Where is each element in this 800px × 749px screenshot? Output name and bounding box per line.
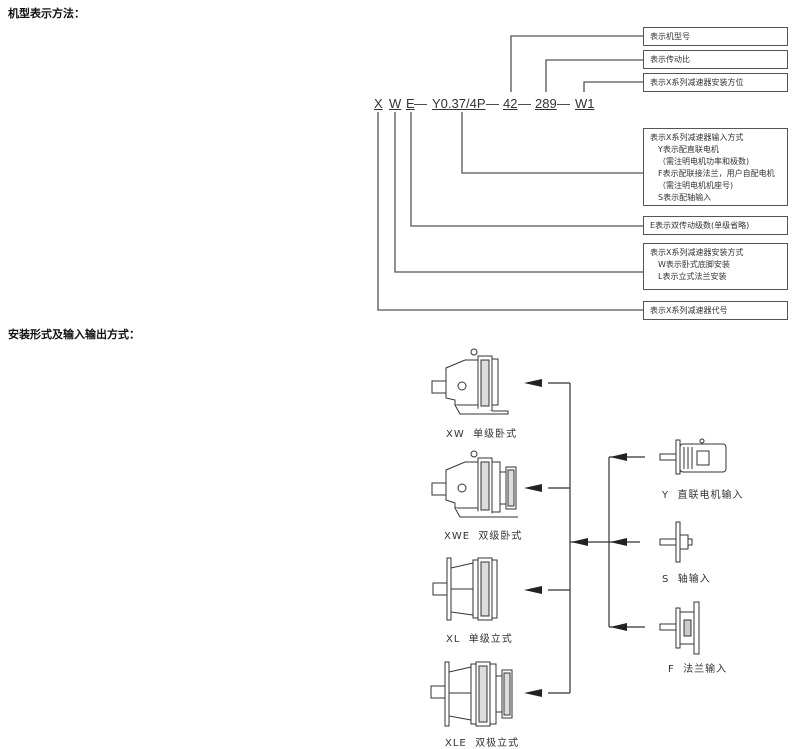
input-caption-y: Y 直联电机输入 — [662, 486, 743, 501]
legend-text: W表示卧式底脚安装 — [658, 260, 730, 269]
reducer-xl-drawing — [432, 557, 498, 621]
arrow-to-xl — [524, 586, 542, 594]
code-part-w: W — [389, 96, 402, 111]
reducer-xwe-drawing — [431, 450, 518, 518]
legend-text: 表示机型号 — [650, 32, 690, 41]
reducer-caption-xwe: XWE 双级卧式 — [444, 527, 522, 542]
legend-box-input-method: 表示X系列减速器输入方式 Y表示配直联电机 （需注明电机功率和极数) F表示配联… — [643, 128, 788, 206]
input-caption-f: F 法兰输入 — [668, 660, 727, 675]
installation-title: 安装形式及输入输出方式： — [8, 328, 140, 341]
reducer-name: 双极立式 — [475, 738, 520, 749]
legend-box-ratio: 表示传动比 — [643, 50, 788, 69]
legend-box-series-code: 表示X系列减速器代号 — [643, 301, 788, 320]
reducer-name: 双级卧式 — [478, 531, 523, 542]
connector-mount-position — [583, 81, 643, 92]
input-name: 直联电机输入 — [677, 490, 744, 501]
connector-ratio — [545, 59, 643, 92]
connector-input-method — [461, 112, 643, 174]
arrow-to-xw — [524, 379, 542, 387]
code-separator: — — [414, 96, 427, 111]
legend-text: L表示立式法兰安装 — [658, 272, 727, 281]
code-part-ratio: 289 — [535, 96, 557, 111]
reducer-code: XW — [446, 429, 465, 440]
reducer-caption-xle: XLE 双极立式 — [445, 734, 519, 749]
connector-series-code — [377, 112, 643, 311]
reducer-xle-drawing — [430, 661, 513, 727]
legend-text: 表示传动比 — [650, 55, 690, 64]
input-code: S — [662, 574, 670, 585]
arrow-to-reducer-trunk — [571, 538, 588, 546]
reducer-code: XLE — [445, 738, 467, 749]
reducer-caption-xl: XL 单级立式 — [446, 630, 513, 645]
legend-box-model-number: 表示机型号 — [643, 27, 788, 46]
input-f-flange-drawing — [659, 601, 700, 655]
input-code: Y — [662, 490, 670, 501]
input-name: 轴输入 — [677, 574, 711, 585]
input-name: 法兰输入 — [683, 664, 728, 675]
code-part-e: E — [406, 96, 415, 111]
legend-text: （需注明电机机座号) — [658, 181, 734, 190]
input-s-shaft-drawing — [659, 521, 693, 563]
code-separator: — — [518, 96, 531, 111]
legend-text: Y表示配直联电机 — [658, 145, 719, 154]
connector-stages — [410, 112, 643, 227]
legend-text: （需注明电机功率和极数) — [658, 157, 750, 166]
arrow-from-f — [610, 623, 627, 631]
code-part-input: Y0.37/4P — [432, 96, 486, 111]
connector-model-number — [510, 35, 643, 92]
legend-text: E表示双传动级数(单级省略) — [650, 221, 750, 230]
legend-text: 表示X系列减速器输入方式 — [650, 133, 744, 142]
reducer-code: XL — [446, 634, 461, 645]
arrow-from-s — [610, 538, 627, 546]
code-part-model-number: 42 — [503, 96, 518, 111]
legend-text: 表示X系列减速器安装方位 — [650, 78, 744, 87]
legend-box-stages: E表示双传动级数(单级省略) — [643, 216, 788, 235]
code-part-x: X — [374, 96, 383, 111]
input-code: F — [668, 664, 675, 675]
connector-mount-method — [394, 112, 643, 273]
code-separator: — — [486, 96, 499, 111]
model-notation-title: 机型表示方法： — [8, 7, 85, 20]
reducer-name: 单级卧式 — [473, 429, 518, 440]
legend-text: 表示X系列减速器代号 — [650, 306, 728, 315]
reducer-caption-xw: XW 单级卧式 — [446, 425, 517, 440]
code-separator: — — [557, 96, 570, 111]
input-caption-s: S 轴输入 — [662, 570, 711, 585]
legend-text: S表示配轴输入 — [658, 193, 712, 202]
legend-box-mount-method: 表示X系列减速器安装方式 W表示卧式底脚安装 L表示立式法兰安装 — [643, 243, 788, 290]
reducer-code: XWE — [444, 531, 471, 542]
input-y-motor-drawing — [659, 438, 727, 475]
legend-text: 表示X系列减速器安装方式 — [650, 248, 744, 257]
arrow-to-xwe — [524, 484, 542, 492]
arrow-to-xle — [524, 689, 542, 697]
code-part-mount-position: W1 — [575, 96, 595, 111]
legend-box-mount-position: 表示X系列减速器安装方位 — [643, 73, 788, 92]
reducer-xw-drawing — [431, 348, 509, 415]
legend-text: F表示配联接法兰，用户自配电机 — [658, 169, 775, 178]
reducer-name: 单级立式 — [468, 634, 513, 645]
arrow-from-y — [610, 453, 627, 461]
